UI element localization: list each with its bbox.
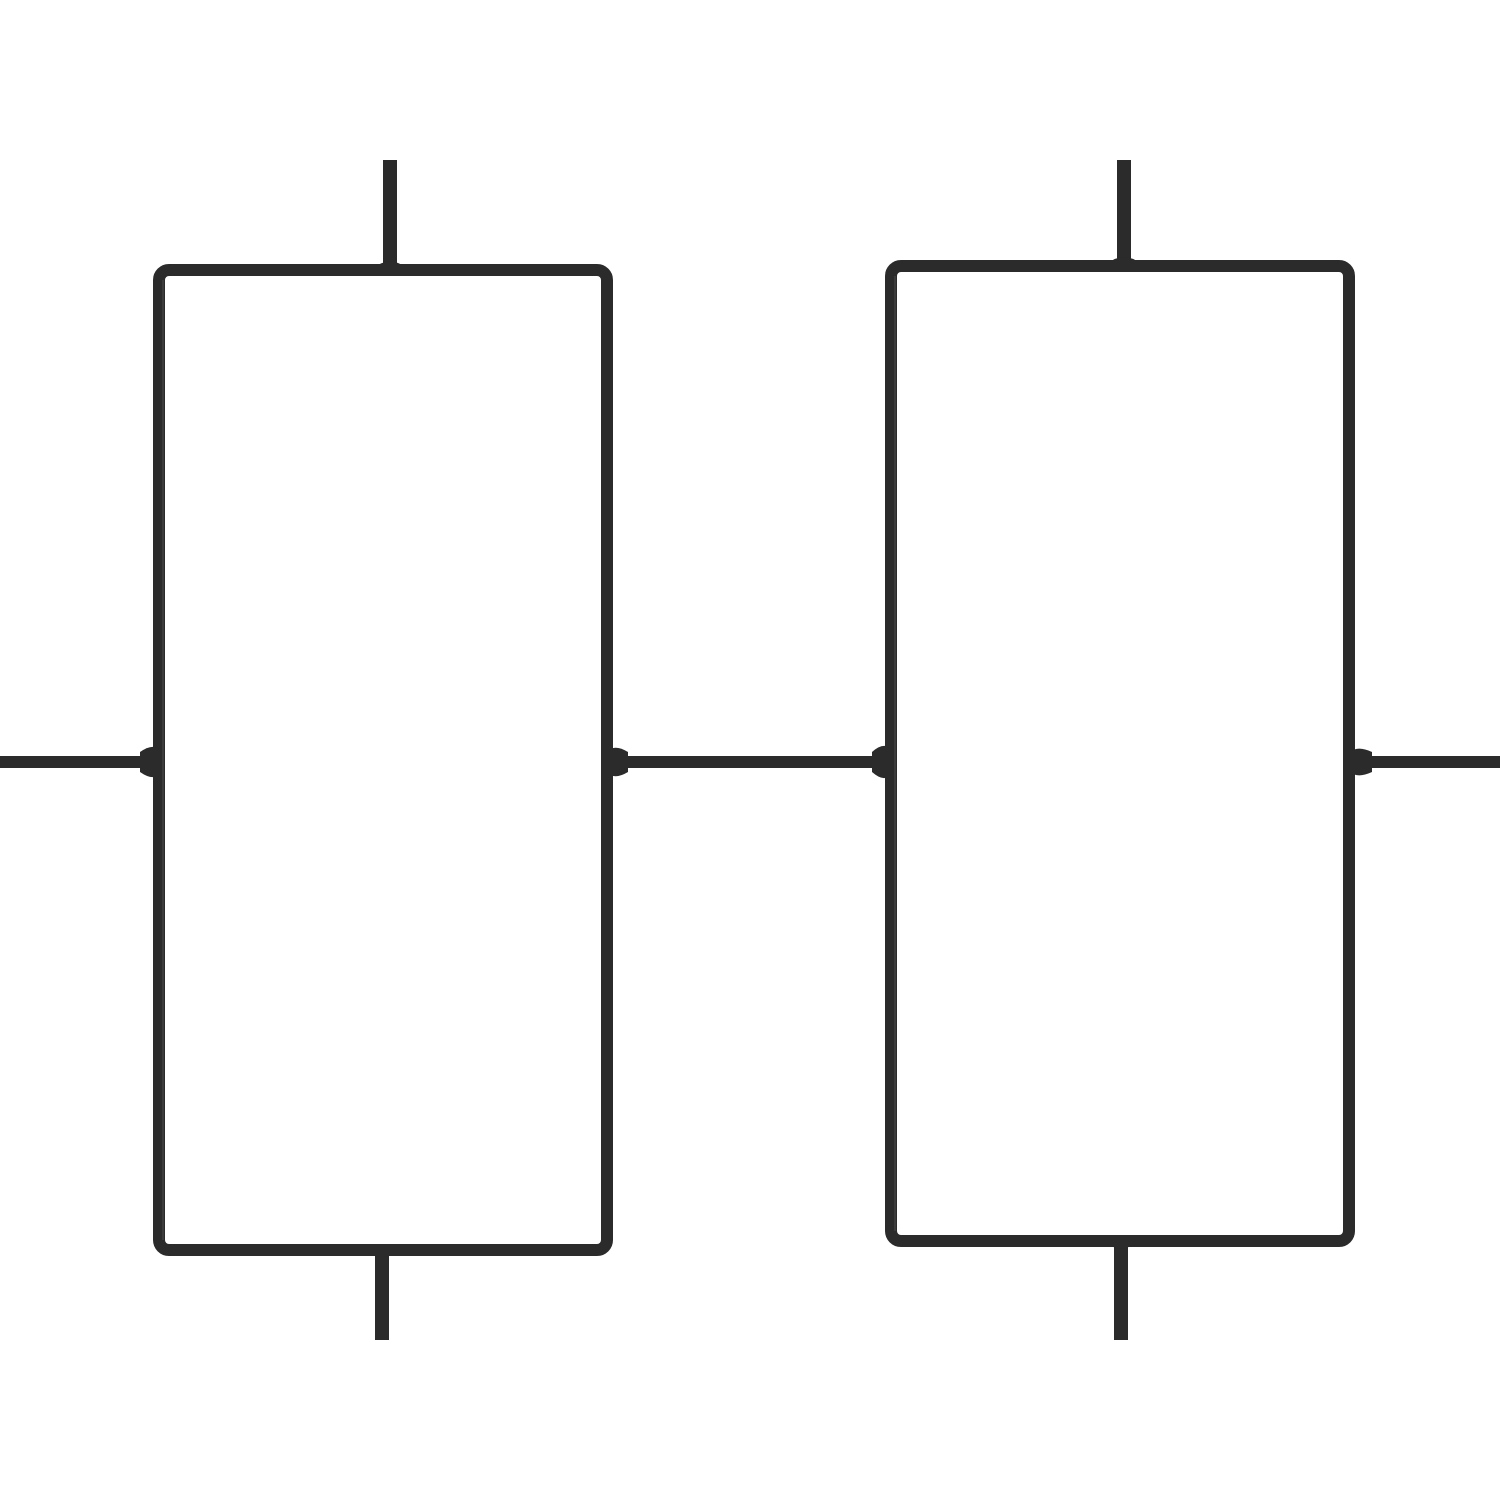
horizontal-rods: [0, 745, 1500, 779]
left-frame-bottom-weld: [367, 1252, 397, 1257]
right-frame-bottom-weld: [1106, 1243, 1136, 1249]
right-frame-top-rod: [1117, 160, 1131, 262]
left-edge-weld: [140, 746, 165, 778]
center-connecting-rod: [611, 756, 887, 768]
left-edge-rod: [0, 756, 155, 768]
left-frame-bottom-rod: [375, 1254, 389, 1340]
right-edge-rod: [1353, 756, 1500, 768]
left-frame-top-rod: [383, 160, 397, 266]
left-frame-top-weld: [373, 261, 407, 268]
center-right-weld: [872, 745, 896, 779]
center-left-weld: [602, 747, 628, 777]
right-frame-top-weld: [1107, 257, 1141, 264]
right-frame-bottom-rod: [1114, 1244, 1128, 1340]
metal-highlights: [162, 276, 896, 1240]
right-edge-weld: [1345, 748, 1372, 776]
